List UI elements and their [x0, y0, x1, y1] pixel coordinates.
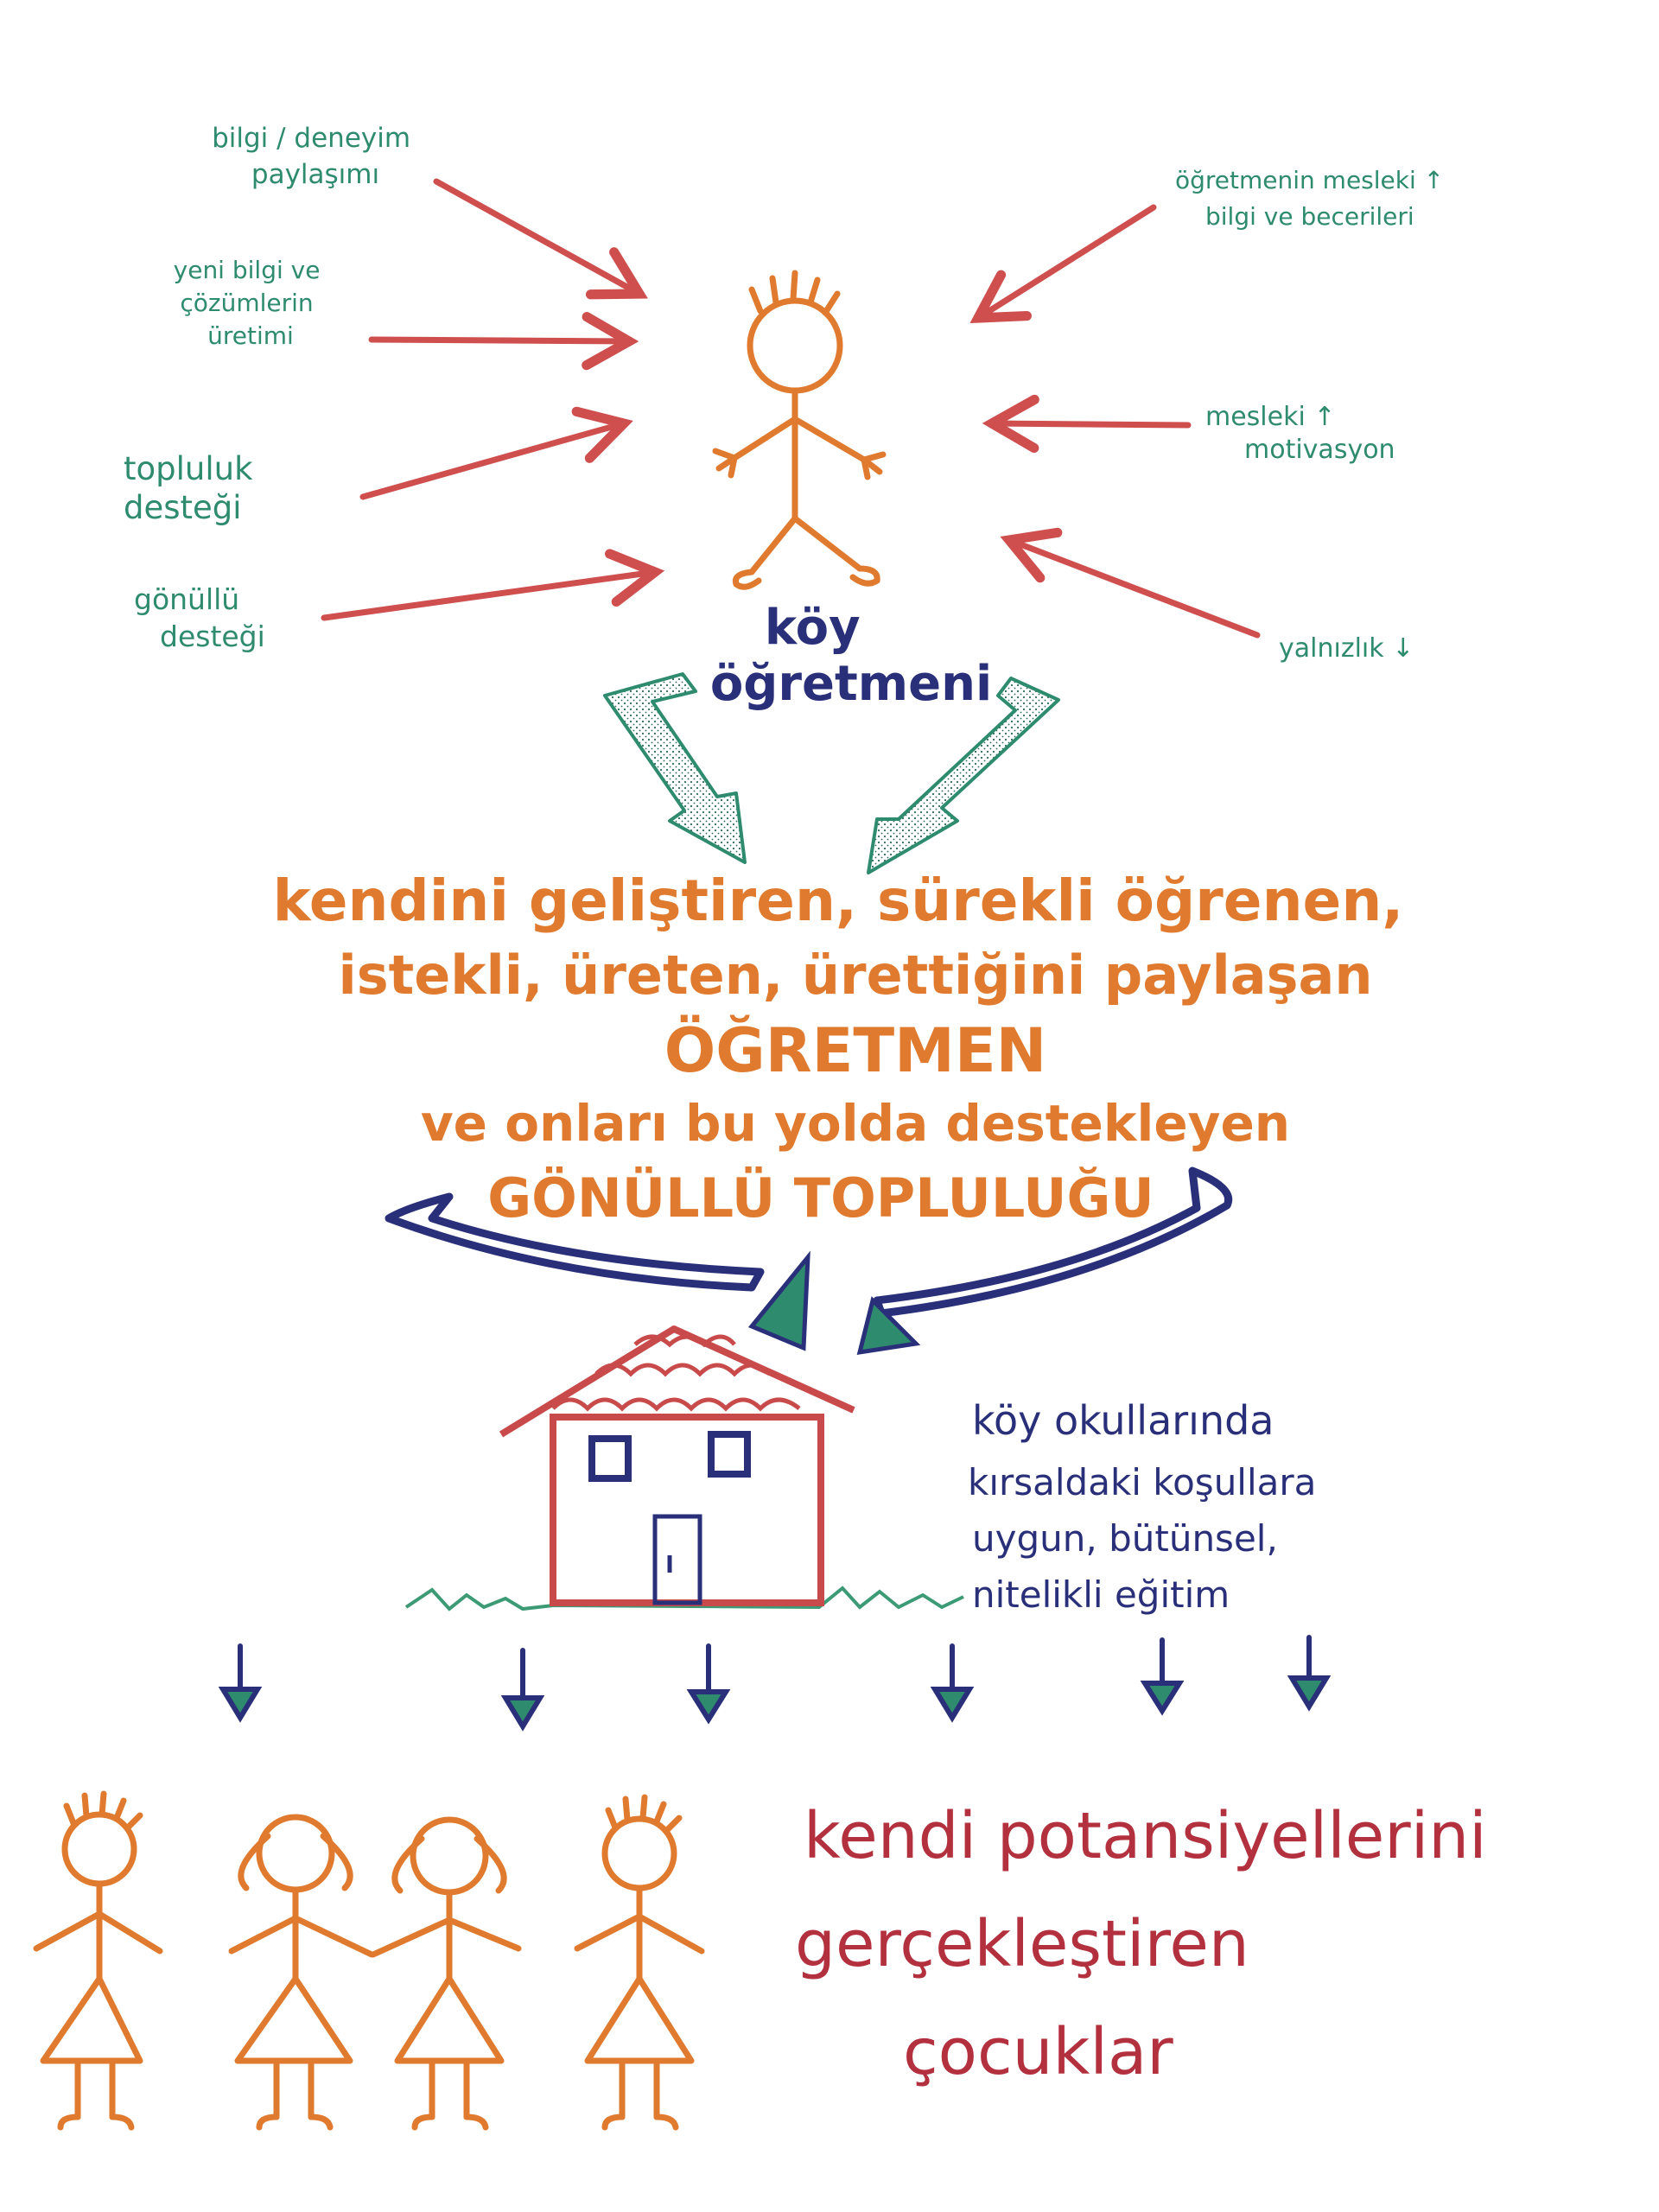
down-arrow-icon	[1140, 1637, 1185, 1716]
statement-line-2: istekli, üreten, ürettiğini paylaşan	[338, 944, 1372, 1007]
input-line: desteği	[124, 489, 242, 526]
input-line: paylaşımı	[251, 159, 379, 190]
stick-figure-child-icon	[33, 1790, 163, 2131]
school-text-2: kırsaldaki koşullara	[968, 1461, 1316, 1503]
arrow-left-4	[321, 549, 665, 621]
stick-figure-child-icon	[228, 1814, 375, 2131]
down-arrow-icon	[218, 1643, 263, 1723]
teacher-label-line: öğretmeni	[710, 656, 992, 712]
input-label-teacher-skills: öğretmenin mesleki ↑ bilgi ve becerileri	[1175, 166, 1452, 231]
arrow-left-2	[368, 312, 639, 371]
input-line: motivasyon	[1244, 435, 1395, 465]
input-line: bilgi / deneyim	[212, 123, 410, 154]
down-arrows	[218, 1635, 1332, 1732]
arrow-right-1	[969, 204, 1157, 324]
school-text-3: uygun, bütünsel,	[972, 1517, 1278, 1560]
dotted-arrow-right	[867, 677, 1060, 874]
stick-figure-child-icon	[574, 1794, 705, 2131]
left-inputs: bilgi / deneyim paylaşımı yeni bilgi ve …	[124, 123, 419, 653]
input-line: yeni bilgi ve	[174, 256, 321, 284]
input-line: çözümlerin	[180, 289, 313, 317]
down-arrow-icon	[500, 1648, 545, 1732]
input-line: yalnızlık ↓	[1279, 633, 1414, 664]
statement-line-4: ve onları bu yolda destekleyen	[421, 1094, 1290, 1153]
arrow-left-1	[433, 178, 648, 300]
school-description: köy okullarında kırsaldaki koşullara uyg…	[968, 1397, 1316, 1616]
input-line: öğretmenin mesleki ↑	[1175, 166, 1444, 194]
children-figures	[33, 1790, 705, 2131]
outcome-line-1: kendi potansiyellerini	[804, 1799, 1487, 1873]
input-label-motivation: mesleki ↑ motivasyon	[1205, 402, 1395, 465]
dotted-arrow-left	[603, 672, 747, 864]
teacher-label-line: köy	[765, 600, 861, 656]
input-line: mesleki ↑	[1205, 402, 1335, 432]
input-line: üretimi	[207, 321, 294, 350]
school-house-icon	[404, 1325, 964, 1611]
curved-arrow-left	[385, 1192, 765, 1292]
outcome-line-3: çocuklar	[903, 2015, 1173, 2089]
input-label-experience: bilgi / deneyim paylaşımı	[212, 123, 419, 190]
input-label-new-knowledge: yeni bilgi ve çözümlerin üretimi	[174, 256, 328, 350]
stick-figure-child-icon	[370, 1816, 522, 2131]
input-line: bilgi ve becerileri	[1205, 202, 1414, 231]
input-label-community-support: topluluk desteği	[124, 450, 263, 526]
statement-line-3: ÖĞRETMEN	[664, 1015, 1047, 1086]
curved-arrow-left-head	[747, 1250, 810, 1351]
arrow-right-3	[1000, 527, 1261, 639]
main-statement: kendini geliştiren, sürekli öğrenen, ist…	[273, 868, 1404, 1230]
input-line: topluluk	[124, 450, 253, 487]
down-arrow-icon	[686, 1643, 731, 1725]
teacher-label: köy öğretmeni	[710, 600, 992, 712]
outcome-line-2: gerçekleştiren	[795, 1907, 1249, 1981]
input-label-volunteer-support: gönüllü desteği	[134, 582, 265, 653]
teacher-to-statement-arrows	[603, 672, 1060, 874]
down-arrow-icon	[930, 1643, 975, 1723]
curved-arrow-right-head	[856, 1296, 921, 1356]
statement-line-1: kendini geliştiren, sürekli öğrenen,	[273, 868, 1404, 934]
statement-to-school-arrows	[385, 1166, 1232, 1356]
input-line: gönüllü	[134, 582, 239, 616]
input-line: desteği	[160, 620, 265, 653]
input-arrows	[321, 178, 1261, 639]
curved-arrow-right	[873, 1166, 1232, 1318]
right-inputs: öğretmenin mesleki ↑ bilgi ve becerileri…	[1175, 166, 1452, 664]
statement-line-5: GÖNÜLLÜ TOPLULUĞU	[487, 1166, 1154, 1230]
arrow-left-3	[359, 406, 633, 500]
school-text-4: nitelikli eğitim	[972, 1573, 1230, 1616]
arrow-right-2	[982, 394, 1192, 454]
school-text-1: köy okullarında	[972, 1397, 1274, 1444]
children-outcome: kendi potansiyellerini gerçekleştiren ço…	[795, 1799, 1487, 2089]
input-label-loneliness: yalnızlık ↓	[1279, 633, 1414, 664]
down-arrow-icon	[1287, 1635, 1332, 1712]
stick-figure-teacher-icon	[712, 270, 887, 590]
